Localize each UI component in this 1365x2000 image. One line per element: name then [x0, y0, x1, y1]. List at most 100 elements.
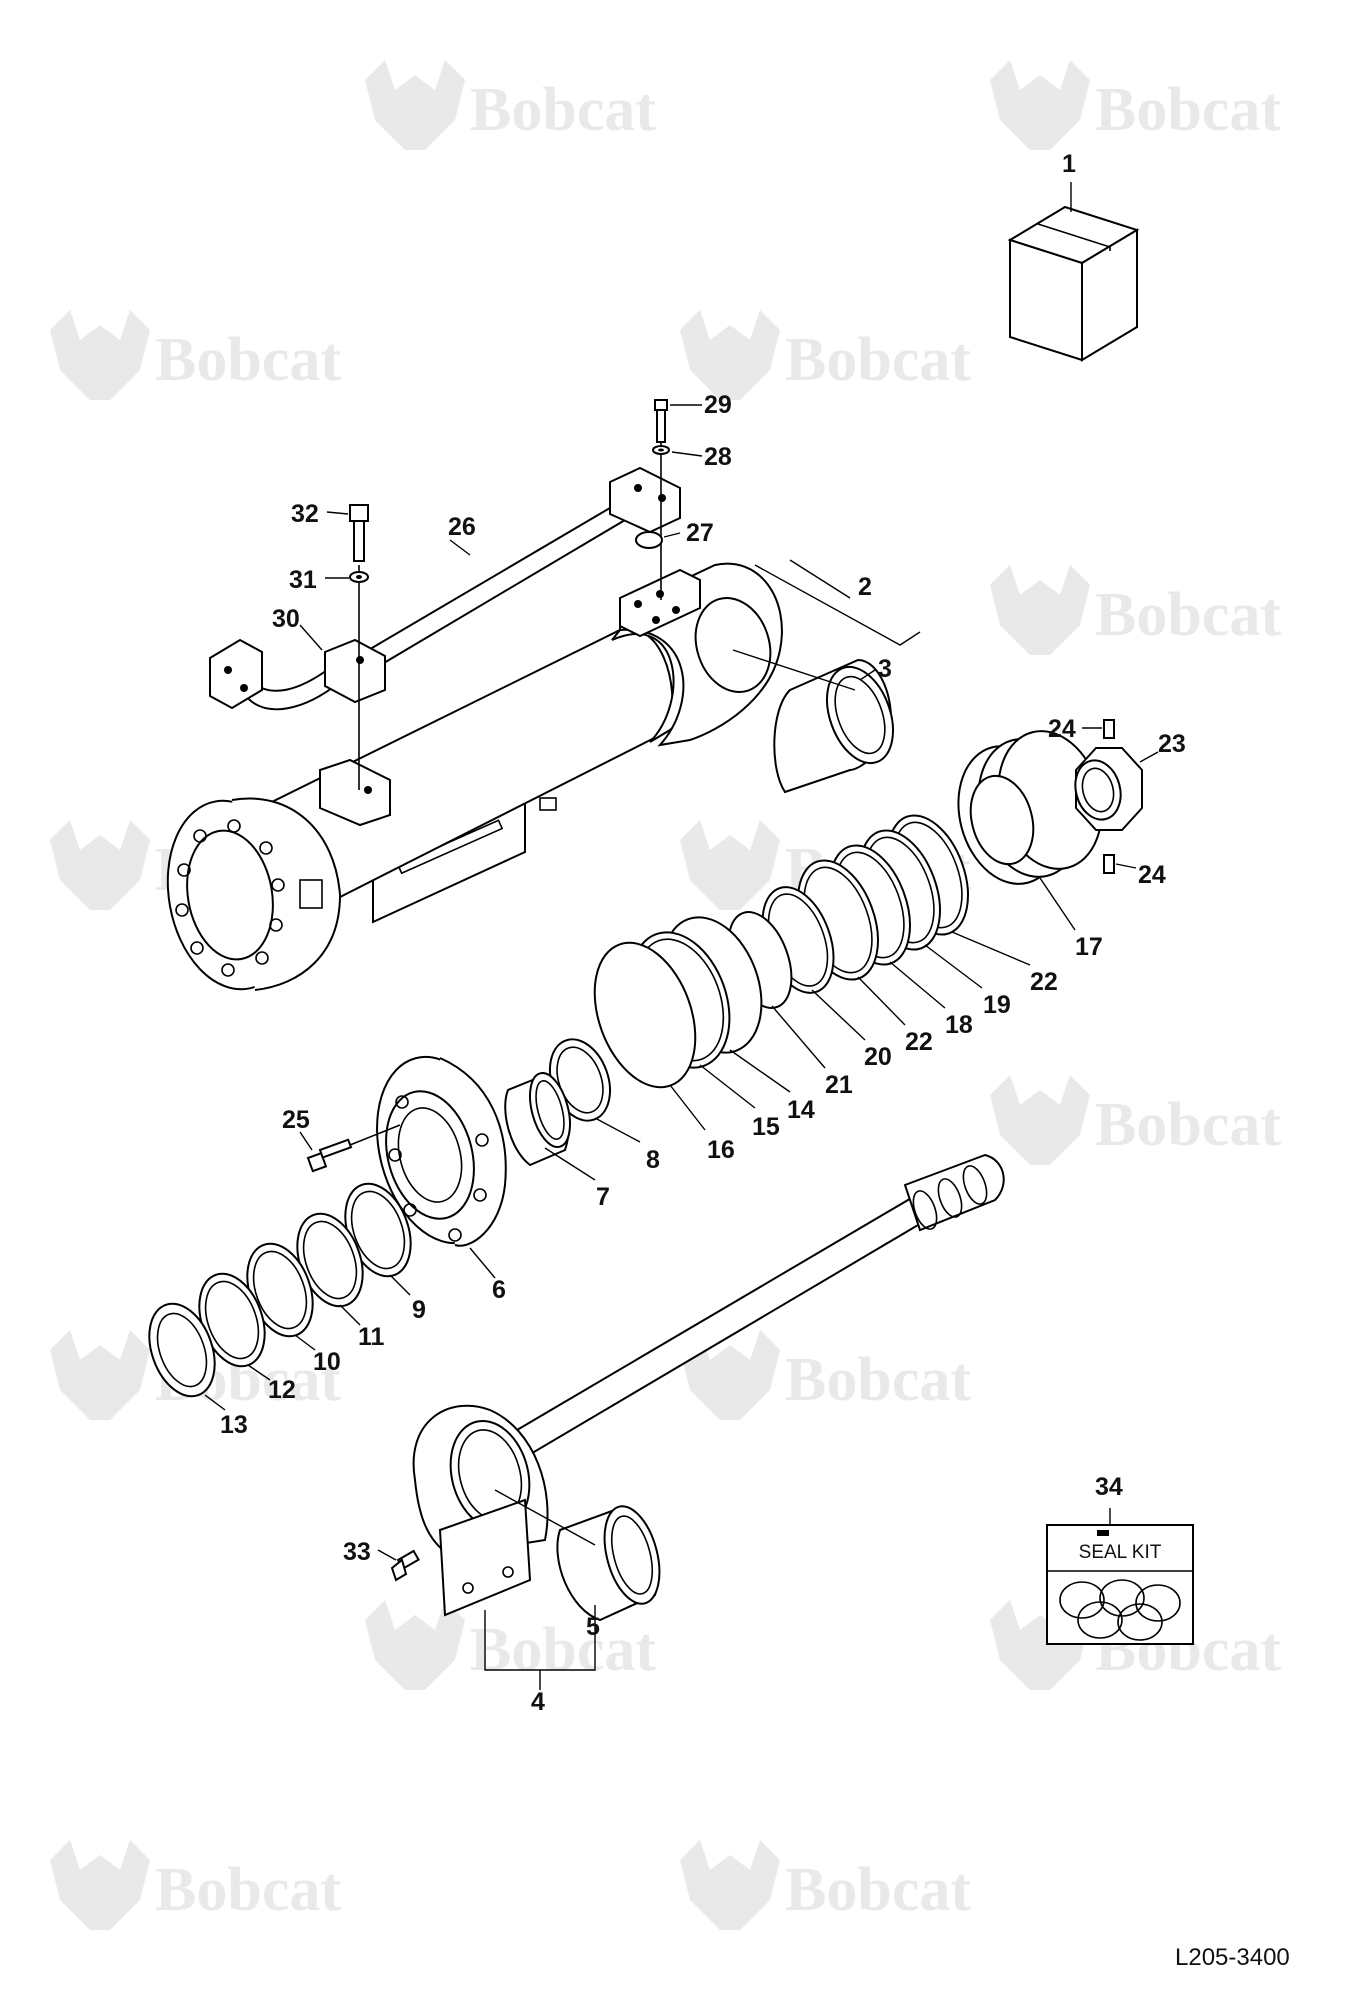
leader-15	[699, 1064, 756, 1109]
callout-29: 29	[704, 391, 732, 419]
part-24-set-screw-b[interactable]	[1103, 854, 1115, 874]
watermark-8: Bobcat	[990, 1075, 1281, 1165]
leader-20	[811, 989, 866, 1041]
part-31-washer[interactable]	[349, 571, 369, 583]
callout-34: 34	[1095, 1473, 1123, 1501]
part-29-bolt[interactable]	[654, 399, 668, 443]
part-33-grease-fitting[interactable]	[390, 1549, 420, 1582]
part-27-o-ring[interactable]	[635, 531, 663, 549]
leader-21	[771, 1005, 826, 1069]
leader-18	[889, 961, 946, 1009]
seal-kit-label: SEAL KIT	[1079, 1542, 1162, 1563]
callout-30: 30	[272, 605, 300, 633]
watermark-13: Bobcat	[50, 1840, 341, 1930]
part-17-piston[interactable]	[944, 719, 1117, 895]
callout-17: 17	[1075, 933, 1103, 961]
callout-14: 14	[787, 1096, 815, 1124]
callout-33: 33	[343, 1538, 371, 1566]
watermark-text: Bobcat	[1095, 1091, 1281, 1159]
watermark-text: Bobcat	[470, 76, 656, 144]
part-13-wiper[interactable]	[137, 1295, 226, 1406]
leader-8	[594, 1117, 641, 1143]
leader-10	[294, 1334, 316, 1351]
leader-3b	[859, 669, 876, 681]
part-25-bolt[interactable]	[306, 1138, 353, 1173]
callout-1: 1	[1062, 150, 1076, 178]
leader-17	[1039, 877, 1076, 931]
callout-2: 2	[858, 573, 872, 601]
callout-20: 20	[864, 1043, 892, 1071]
leader-16	[669, 1084, 706, 1131]
leader-2-bracket	[754, 564, 921, 646]
part-26-flange-top[interactable]	[609, 466, 681, 534]
leader-33	[377, 1549, 397, 1561]
watermark-14: Bobcat	[680, 1840, 971, 1930]
callout-25: 25	[282, 1106, 310, 1134]
part-23-nut[interactable]	[1069, 747, 1143, 831]
callout-26: 26	[448, 513, 476, 541]
leader-28	[671, 451, 703, 457]
leader-24b	[1115, 863, 1137, 869]
callout-21: 21	[825, 1071, 853, 1099]
assembly-line-25	[349, 1124, 401, 1146]
watermark-10: Bobcat	[680, 1330, 971, 1420]
watermark-text: Bobcat	[1095, 581, 1281, 649]
watermark-4: Bobcat	[680, 310, 971, 400]
part-10-seal[interactable]	[235, 1235, 324, 1346]
callout-13: 13	[220, 1411, 248, 1439]
watermark-text: Bobcat	[1095, 76, 1281, 144]
part-2-cylinder-barrel[interactable]	[153, 562, 783, 1000]
watermark-5: Bobcat	[990, 565, 1281, 655]
part-24-set-screw-a[interactable]	[1103, 719, 1115, 739]
watermark-text: Bobcat	[155, 1856, 341, 1924]
leader-22b	[857, 976, 906, 1026]
callout-5: 5	[586, 1613, 600, 1641]
leader-11	[339, 1304, 361, 1326]
leader-9	[389, 1274, 411, 1296]
callout-8: 8	[646, 1146, 660, 1174]
callout-19: 19	[983, 991, 1011, 1019]
watermark-text: Bobcat	[785, 1346, 971, 1414]
callout-32: 32	[291, 500, 319, 528]
leader-30	[299, 624, 323, 651]
callout-7: 7	[596, 1183, 610, 1211]
part-32-bolt[interactable]	[349, 504, 369, 562]
part-4-piston-rod[interactable]	[412, 1153, 1005, 1617]
callout-22a: 22	[1030, 968, 1058, 996]
callout-layer: 1 2 3 4 5 6 7 8 9 10 11 12 13 14 15 16 1…	[220, 150, 1186, 1716]
callout-16: 16	[707, 1136, 735, 1164]
part-28-washer[interactable]	[652, 445, 670, 455]
watermark-text: Bobcat	[155, 326, 341, 394]
part-3-bushing[interactable]	[773, 658, 905, 794]
part-34-seal-kit[interactable]: SEAL KIT	[1046, 1524, 1194, 1645]
part-1-box[interactable]	[1007, 205, 1140, 362]
callout-4: 4	[531, 1688, 545, 1716]
leader-26	[449, 539, 471, 556]
callout-24a: 24	[1048, 715, 1076, 743]
watermark-3: Bobcat	[50, 310, 341, 400]
leader-23	[1139, 751, 1159, 763]
callout-11: 11	[358, 1323, 385, 1351]
callout-10: 10	[313, 1348, 341, 1376]
callout-27: 27	[686, 519, 714, 547]
part-7-bushing[interactable]	[504, 1069, 577, 1167]
watermark-1: Bobcat	[365, 60, 656, 150]
leader-14	[729, 1049, 791, 1093]
callout-3: 3	[878, 655, 892, 683]
leader-13	[204, 1394, 226, 1411]
leader-12	[247, 1364, 271, 1381]
leader-6	[469, 1247, 496, 1279]
leader-3	[732, 649, 856, 691]
leader-22a	[951, 931, 1031, 966]
part-26-clamp[interactable]	[324, 638, 386, 704]
leader-27	[663, 532, 681, 538]
callout-18: 18	[945, 1011, 973, 1039]
callout-28: 28	[704, 443, 732, 471]
part-5-bushing[interactable]	[556, 1500, 669, 1622]
leader-7	[544, 1147, 596, 1181]
part-6-gland[interactable]	[357, 1043, 522, 1258]
callout-6: 6	[492, 1276, 506, 1304]
callout-22b: 22	[905, 1028, 933, 1056]
part-30-flange[interactable]	[209, 638, 263, 710]
